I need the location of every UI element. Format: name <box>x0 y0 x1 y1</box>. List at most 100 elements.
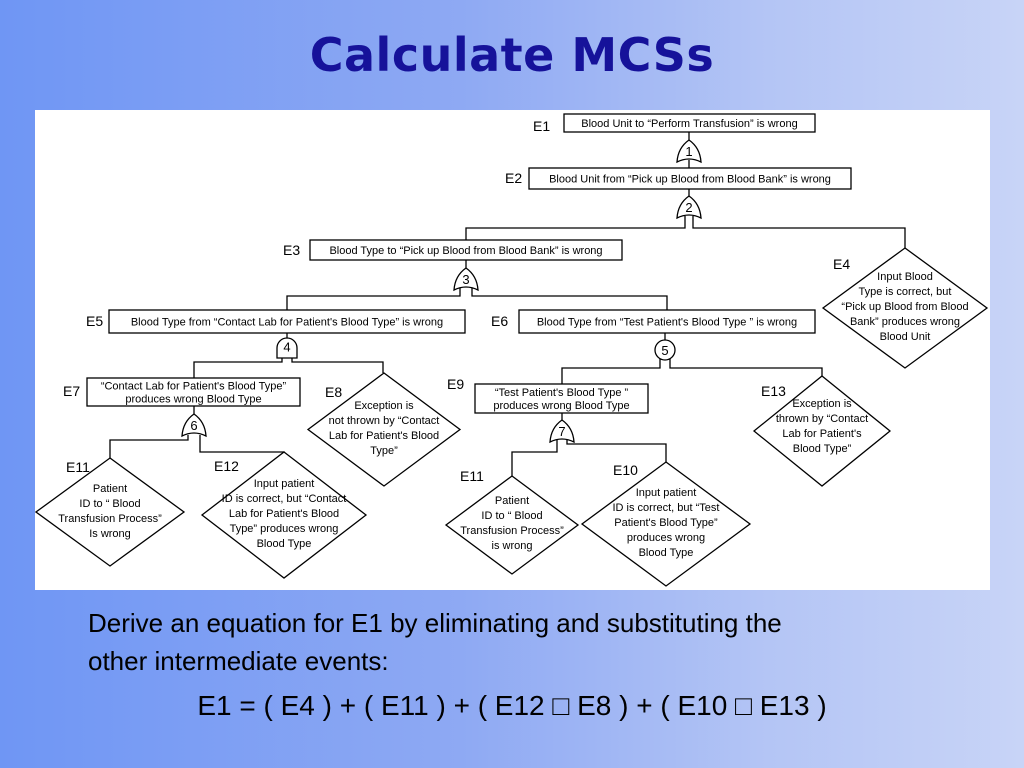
event-e12-line-1: Input patient <box>254 478 315 490</box>
slide-title: Calculate MCSs <box>309 28 715 82</box>
event-e4-line-2: Type is correct, but <box>859 286 952 298</box>
event-e4-diamond <box>821 247 989 369</box>
event-e8-line-4: Type” <box>370 445 398 457</box>
or-gate-6 <box>181 413 207 438</box>
event-e4-line-4: Bank” produces wrong <box>850 316 960 328</box>
event-e12-tag: E12 <box>214 458 239 474</box>
event-e11a-line-3: Transfusion Process” <box>58 513 162 525</box>
event-e11a-line-1: Patient <box>93 483 127 495</box>
event-e11b-line-2: ID to “ Blood <box>481 510 542 522</box>
event-e13-line-2: thrown by “Contact <box>776 413 868 425</box>
event-e9-line-1: “Test Patient's Blood Type ” <box>495 387 629 399</box>
instruction-text: Derive an equation for E1 by eliminating… <box>88 604 968 680</box>
event-e10-tag: E10 <box>613 462 638 478</box>
event-e8-tag: E8 <box>325 384 342 400</box>
event-e4-line-5: Blood Unit <box>880 331 931 343</box>
event-e1-tag: E1 <box>533 118 550 134</box>
event-e12-line-2: ID is correct, but “Contact <box>222 493 347 505</box>
event-e13-line-1: Exception is <box>792 398 852 410</box>
and-gate-4 <box>276 337 298 359</box>
or-gate-7 <box>549 419 575 444</box>
event-e6-tag: E6 <box>491 313 508 329</box>
instruction-line-1: Derive an equation for E1 by eliminating… <box>88 608 782 638</box>
event-e12-line-3: Lab for Patient's Blood <box>229 508 339 520</box>
event-e3-line-1: Blood Type to “Pick up Blood from Blood … <box>329 245 602 257</box>
event-e5-box <box>108 309 466 334</box>
connector-line <box>511 440 558 476</box>
event-e10-line-3: Patient's Blood Type” <box>614 517 718 529</box>
event-e9-box <box>474 383 649 414</box>
gate-label-7: 7 <box>558 424 565 439</box>
event-e9-line-2: produces wrong Blood Type <box>493 400 629 412</box>
event-e8-line-2: not thrown by “Contact <box>329 415 440 427</box>
event-e5-tag: E5 <box>86 313 103 329</box>
event-e11b-diamond <box>444 475 580 575</box>
gate-label-2: 2 <box>685 200 692 215</box>
event-e5-line-1: Blood Type from “Contact Lab for Patient… <box>131 317 443 329</box>
gate-label-3: 3 <box>462 272 469 287</box>
connector-line <box>286 288 461 310</box>
fault-tree-panel: 1 2 3 4 5 6 7 Blood Unit to “Perform Transfusio… <box>35 110 990 590</box>
event-e13-line-4: Blood Type” <box>793 443 852 455</box>
event-e1-line-1: Blood Unit to “Perform Transfusion” is w… <box>581 118 797 130</box>
event-e10-line-1: Input patient <box>636 487 697 499</box>
event-e13-diamond <box>752 375 892 487</box>
connector-line <box>465 216 686 240</box>
event-e13-line-3: Lab for Patient's <box>782 428 862 440</box>
event-e11a-tag: E11 <box>66 459 90 475</box>
event-e8-line-3: Lab for Patient's Blood <box>329 430 439 442</box>
event-e12-line-5: Blood Type <box>257 538 312 550</box>
event-e4-line-1: Input Blood <box>877 271 933 283</box>
event-e6-box <box>518 309 816 334</box>
event-e10-diamond <box>580 461 752 587</box>
fault-tree-diagram: 1 2 3 4 5 6 7 Blood Unit to “Perform Transfusio… <box>35 113 989 587</box>
event-e7-tag: E7 <box>63 383 80 399</box>
connector-line <box>109 435 189 458</box>
event-e11b-line-1: Patient <box>495 495 529 507</box>
instruction-line-2: other intermediate events: <box>88 646 389 676</box>
gate-label-1: 1 <box>685 144 692 159</box>
event-e3-box <box>309 239 623 261</box>
gate-5 <box>654 339 676 361</box>
event-e2-tag: E2 <box>505 170 522 186</box>
event-e7-box <box>86 377 301 407</box>
event-e9-tag: E9 <box>447 376 464 392</box>
connector-line <box>193 357 283 378</box>
event-e12-line-4: Type” produces wrong <box>230 523 339 535</box>
event-e2-box <box>528 167 852 190</box>
or-gate-3 <box>453 267 479 292</box>
event-e8-diamond <box>306 372 462 487</box>
event-e7-line-1: “Contact Lab for Patient's Blood Type” <box>101 381 287 393</box>
event-e4-line-3: “Pick up Blood from Blood <box>841 301 968 313</box>
connector-line <box>291 357 384 373</box>
event-e12-diamond <box>200 451 368 579</box>
event-e10-line-4: produces wrong <box>627 532 705 544</box>
or-gate-2 <box>676 195 702 220</box>
event-e11a-diamond <box>35 457 186 567</box>
connector-line <box>566 440 667 462</box>
event-e11b-line-4: is wrong <box>492 540 533 552</box>
connector-line <box>471 288 668 310</box>
event-e7-line-2: produces wrong Blood Type <box>125 394 261 406</box>
mcs-equation: E1 = ( E4 ) + ( E11 ) + ( E12 □ E8 ) + (… <box>197 690 827 721</box>
event-e11b-line-3: Transfusion Process” <box>460 525 564 537</box>
event-e2-line-1: Blood Unit from “Pick up Blood from Bloo… <box>549 174 831 186</box>
connector-line <box>561 359 661 384</box>
or-gate-1 <box>676 139 702 164</box>
event-e13-tag: E13 <box>761 383 786 399</box>
event-e4-tag: E4 <box>833 256 850 272</box>
event-e10-line-2: ID is correct, but “Test <box>613 502 720 514</box>
event-e3-tag: E3 <box>283 242 300 258</box>
gate-label-6: 6 <box>190 418 197 433</box>
event-e6-line-1: Blood Type from “Test Patient's Blood Ty… <box>537 317 797 329</box>
event-e10-line-5: Blood Type <box>639 547 694 559</box>
event-e8-line-1: Exception is <box>354 400 414 412</box>
gate-label-4: 4 <box>283 340 290 355</box>
event-e11a-line-2: ID to “ Blood <box>79 498 140 510</box>
connector-line <box>692 216 906 248</box>
event-e1-box <box>563 113 816 133</box>
event-e11b-tag: E11 <box>460 468 484 484</box>
event-e11a-line-4: Is wrong <box>89 528 131 540</box>
gate-label-5: 5 <box>661 343 668 358</box>
connector-line <box>669 359 823 378</box>
